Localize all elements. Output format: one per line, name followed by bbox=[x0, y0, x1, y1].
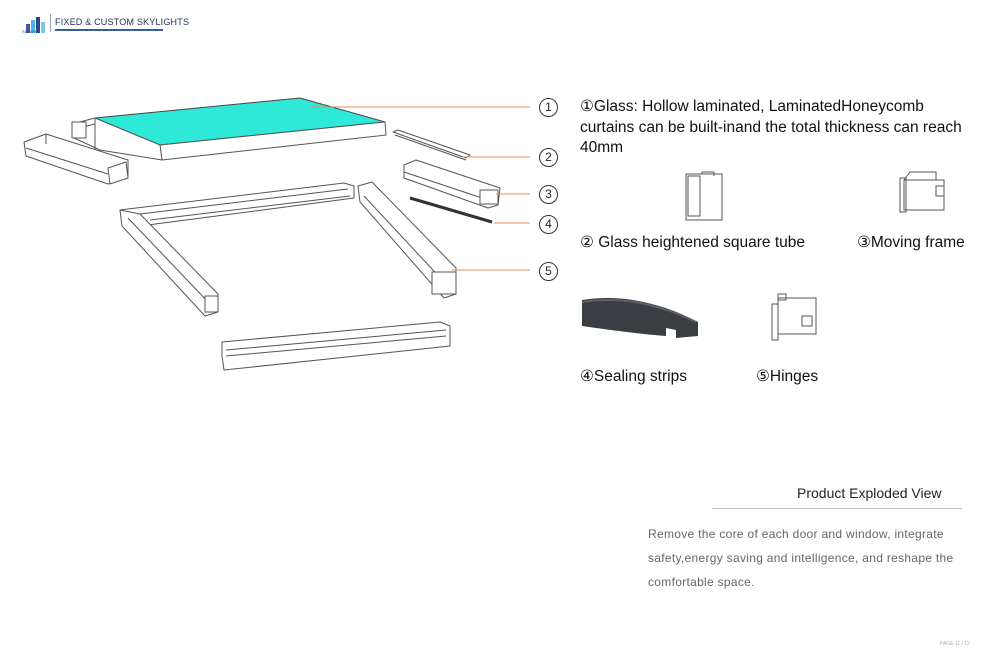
sealing-strip-image bbox=[581, 298, 698, 338]
page-number: PAGE 11 / 12 bbox=[940, 641, 970, 647]
exploded-view-diagram bbox=[23, 97, 530, 371]
body-text-line: comfortable space. bbox=[648, 575, 755, 589]
glass-panel bbox=[71, 97, 387, 161]
square-tube-section-icon bbox=[685, 171, 723, 221]
header-title: FIXED & CUSTOM SKYLIGHTS bbox=[55, 17, 190, 27]
body-text-line: safety,energy saving and intelligence, a… bbox=[648, 551, 954, 565]
brand-name: SUNRAY bbox=[22, 29, 40, 34]
left-rail bbox=[23, 133, 129, 185]
header-underline bbox=[55, 29, 163, 31]
callout-2: 2 bbox=[539, 148, 558, 167]
moving-frame-part bbox=[403, 159, 501, 209]
hinge-section-icon bbox=[771, 293, 817, 341]
callout-1: 1 bbox=[539, 98, 558, 117]
section-title: Product Exploded View bbox=[797, 485, 942, 501]
label-square-tube: ② Glass heightened square tube bbox=[580, 234, 806, 251]
label-moving-frame: ③Moving frame bbox=[857, 234, 965, 251]
square-frame bbox=[119, 181, 457, 371]
section-divider bbox=[712, 508, 962, 509]
brand-logo-icon bbox=[26, 17, 45, 33]
sealing-strip-part bbox=[409, 196, 493, 224]
square-tube bbox=[392, 129, 471, 161]
label-sealing-strips: ④Sealing strips bbox=[580, 368, 687, 385]
label-hinges: ⑤Hinges bbox=[756, 368, 819, 385]
callout-5: 5 bbox=[539, 262, 558, 281]
header-divider bbox=[50, 14, 51, 32]
body-text-line: Remove the core of each door and window,… bbox=[648, 527, 944, 541]
moving-frame-section-icon bbox=[899, 171, 945, 213]
glass-description: ①Glass: Hollow laminated, LaminatedHoney… bbox=[580, 98, 962, 156]
callout-3: 3 bbox=[539, 185, 558, 204]
callout-4: 4 bbox=[539, 215, 558, 234]
